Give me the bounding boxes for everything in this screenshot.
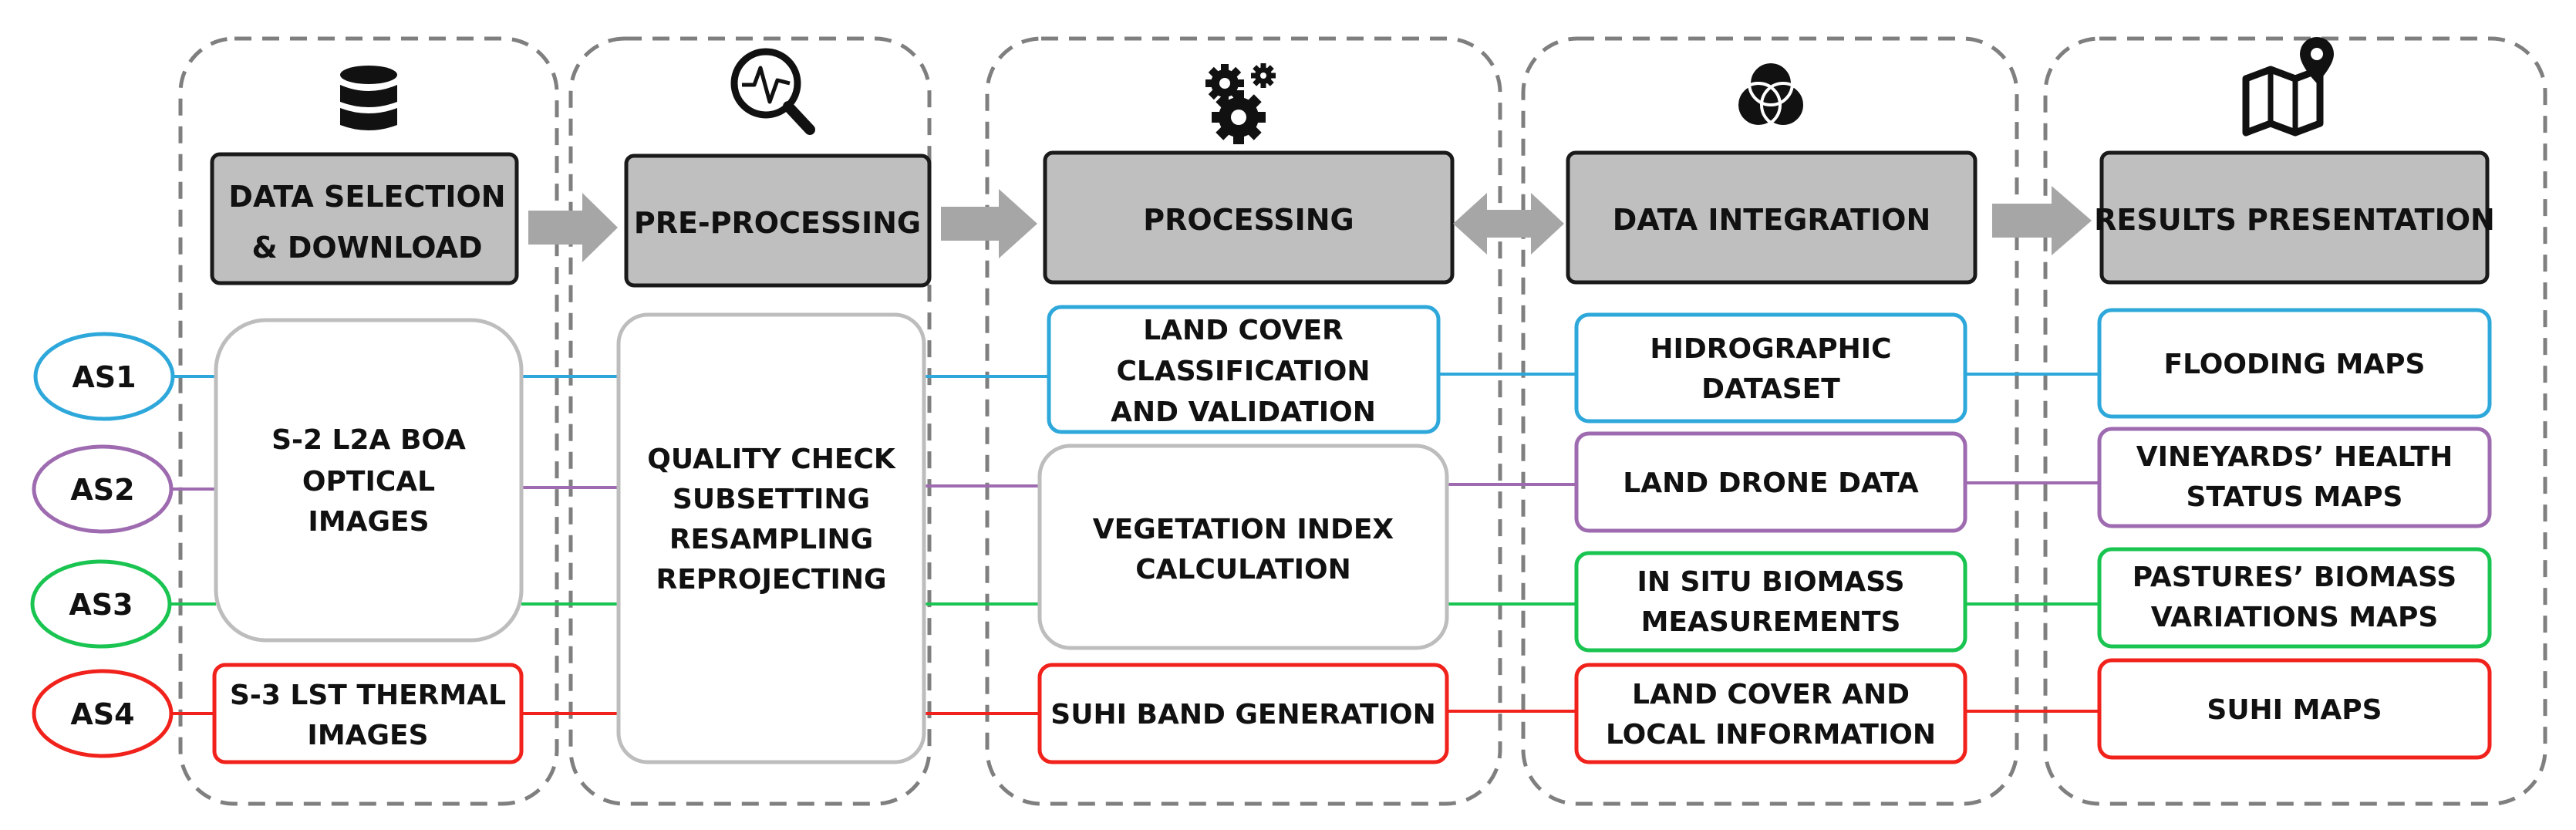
activity-as2-label: AS2: [70, 473, 134, 507]
arrow-integration-to-results: [1992, 186, 2092, 255]
stage-data-selection: [178, 36, 559, 806]
box-vegetation-index-line-2: CALCULATION: [1135, 554, 1351, 585]
box-land-cover-classification-line-2: CLASSIFICATION: [1116, 356, 1370, 387]
box-land-drone-data: [1574, 431, 1967, 533]
box-s2-optical-line-3: IMAGES: [308, 506, 429, 538]
box-in-situ-biomass-line-1: IN SITU BIOMASS: [1637, 566, 1904, 598]
gears-icon: [1205, 63, 1276, 144]
box-suhi-band-generation: [1037, 663, 1449, 764]
header-results-presentation: [2099, 150, 2490, 285]
box-preprocessing-line-2: SUBSETTING: [673, 484, 870, 515]
activity-as1-label: AS1: [72, 360, 136, 394]
box-flooding-maps-label: FLOODING MAPS: [2164, 349, 2426, 380]
stage-pre-processing: [568, 36, 932, 806]
magnifier-pulse-icon: [730, 48, 815, 135]
header-processing-label: PROCESSING: [1143, 203, 1354, 237]
box-vineyards-maps-line-1: VINEYARDS’ HEALTH: [2136, 441, 2453, 473]
box-in-situ-biomass: [1574, 551, 1967, 653]
box-preprocessing-line-1: QUALITY CHECK: [647, 444, 896, 475]
box-suhi-band-generation-label: SUHI BAND GENERATION: [1050, 699, 1435, 730]
box-land-cover-local-line-1: LAND COVER AND: [1632, 679, 1910, 710]
box-land-cover-classification-line-3: AND VALIDATION: [1111, 396, 1376, 428]
box-pastures-maps: [2097, 547, 2492, 649]
arrow-preprocessing-to-processing: [941, 189, 1037, 258]
header-data-integration-label: DATA INTEGRATION: [1613, 203, 1931, 237]
activity-as1: [33, 332, 175, 421]
box-land-cover-classification-line-1: LAND COVER: [1143, 315, 1344, 346]
database-icon: [340, 66, 397, 130]
arrow-selection-to-preprocessing: [528, 193, 618, 262]
box-in-situ-biomass-line-2: MEASUREMENTS: [1641, 606, 1901, 638]
box-flooding-maps: [2097, 308, 2492, 419]
arrow-processing-integration-bidirectional: [1453, 193, 1564, 255]
header-results-presentation-label: RESULTS PRESENTATION: [2094, 203, 2495, 237]
box-vegetation-index-line-1: VEGETATION INDEX: [1093, 514, 1394, 545]
box-vineyards-maps: [2097, 427, 2492, 528]
box-preprocessing-steps: [616, 312, 926, 764]
box-hidrographic-line-2: DATASET: [1701, 373, 1840, 405]
box-s3-thermal-images: [212, 663, 524, 764]
box-pastures-maps-line-2: VARIATIONS MAPS: [2151, 602, 2439, 633]
header-processing: [1043, 150, 1455, 285]
box-hidrographic-dataset: [1574, 312, 1967, 423]
box-s3-thermal-line-2: IMAGES: [307, 720, 428, 751]
header-data-selection-line-2: & DOWNLOAD: [251, 231, 482, 265]
box-vineyards-maps-line-2: STATUS MAPS: [2186, 481, 2402, 513]
stage-results-presentation: [2043, 36, 2547, 806]
box-hidrographic-line-1: HIDROGRAPHIC: [1650, 333, 1891, 365]
header-data-selection: [210, 152, 519, 285]
activity-as2: [32, 444, 174, 534]
header-data-selection-line-1: DATA SELECTION: [228, 180, 505, 214]
box-land-drone-data-label: LAND DRONE DATA: [1623, 467, 1919, 499]
box-s2-optical-line-1: S-2 L2A BOA: [271, 424, 466, 456]
connector-lines: [170, 373, 2099, 715]
box-land-cover-local-line-2: LOCAL INFORMATION: [1606, 719, 1936, 751]
header-pre-processing: [624, 154, 932, 288]
box-preprocessing-line-4: REPROJECTING: [656, 564, 886, 596]
map-pin-icon: [2242, 37, 2334, 137]
stage-data-integration: [1521, 36, 2019, 806]
overlapping-circles-icon: [1735, 60, 1806, 128]
box-land-cover-local-info: [1574, 663, 1967, 764]
box-vegetation-index: [1037, 444, 1449, 650]
stage-processing: [985, 36, 1502, 806]
box-suhi-maps: [2097, 658, 2492, 760]
box-s2-optical-images: [214, 318, 524, 643]
activity-as4-label: AS4: [70, 697, 134, 731]
box-s3-thermal-line-1: S-3 LST THERMAL: [230, 680, 506, 711]
box-suhi-maps-label: SUHI MAPS: [2207, 694, 2382, 726]
activity-as3: [30, 559, 172, 649]
box-s2-optical-line-2: OPTICAL: [302, 466, 435, 498]
activity-as4: [32, 669, 174, 758]
box-pastures-maps-line-1: PASTURES’ BIOMASS: [2133, 562, 2456, 593]
box-preprocessing-line-3: RESAMPLING: [669, 524, 873, 555]
activity-as3-label: AS3: [69, 588, 133, 622]
header-data-integration: [1566, 150, 1978, 285]
header-pre-processing-label: PRE-PROCESSING: [634, 206, 921, 240]
box-land-cover-classification: [1047, 305, 1441, 434]
